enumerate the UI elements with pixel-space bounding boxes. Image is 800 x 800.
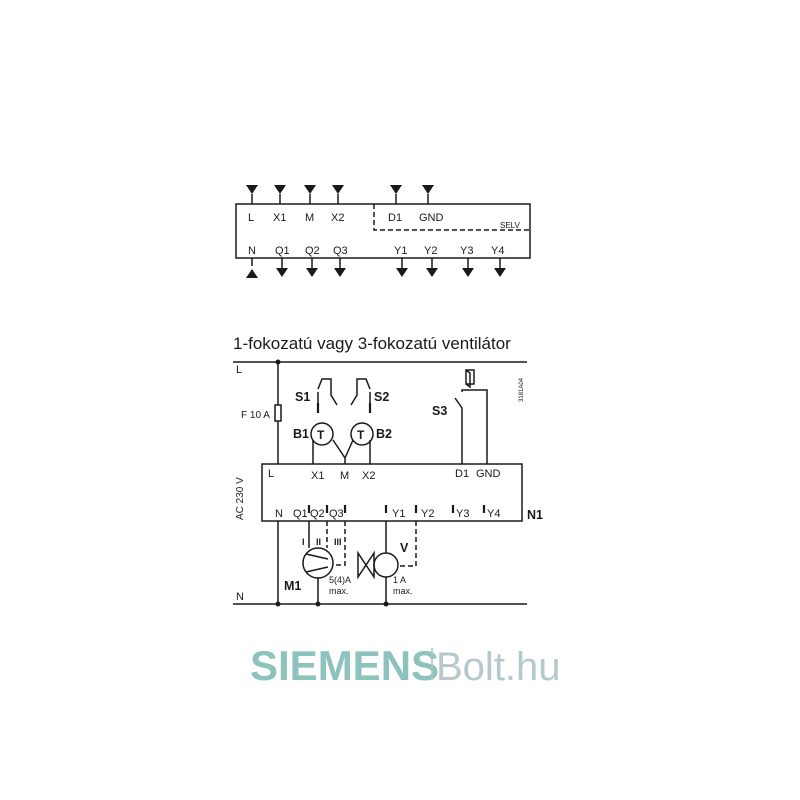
sensor-b1: T B1	[293, 422, 334, 446]
terminal-block-outline	[235, 203, 531, 259]
n1-terminal-Q3: Q3	[329, 508, 344, 520]
supply-label: AC 230 V	[235, 477, 246, 520]
n1-terminal-Y3: Y3	[456, 508, 469, 520]
sensor-b2: T B2	[350, 422, 392, 446]
bottom-arrows	[246, 258, 506, 278]
n1-terminal-Y2: Y2	[421, 508, 434, 520]
pump-label: M1	[284, 579, 301, 593]
junction-dot	[275, 359, 281, 365]
terminal-GND: GND	[419, 212, 444, 224]
pump-rating-max: max.	[329, 586, 349, 596]
n1-terminal-Q2: Q2	[310, 508, 325, 520]
n1-terminal-X2: X2	[362, 470, 375, 482]
stage-ii: II	[316, 537, 321, 547]
valve-label: V	[400, 541, 409, 555]
sensor-b2-symbol: T	[357, 428, 365, 442]
watermark-brand: SIEMENS	[250, 642, 439, 689]
terminal-Y4: Y4	[491, 245, 504, 257]
terminal-M: M	[305, 212, 314, 224]
selv-label: SELV	[500, 221, 521, 230]
n1-terminal-Y1: Y1	[392, 508, 405, 520]
switch-s1: S1	[295, 378, 338, 413]
schematic-title: 1-fokozatú vagy 3-fokozatú ventilátor	[233, 334, 511, 353]
line-l-label: L	[236, 364, 242, 376]
n1-terminal-N: N	[275, 508, 283, 520]
valve-v: V 1 A max.	[357, 521, 417, 607]
device-n1-box	[261, 463, 523, 522]
sensor-b2-label: B2	[376, 427, 392, 441]
n1-terminal-D1: D1	[455, 468, 469, 480]
terminal-X1: X1	[273, 212, 286, 224]
terminal-N: N	[248, 245, 256, 257]
switch-s2-label: S2	[374, 390, 389, 404]
stage-iii: III	[334, 537, 342, 547]
terminal-block: SELV L X1 M X2 D1 GND N Q1 Q2 Q3 Y1 Y2 Y…	[235, 185, 531, 278]
drawing-number: 3181A04	[519, 377, 525, 402]
line-n-label: N	[236, 591, 244, 603]
watermark-suffix: Bolt.hu	[436, 645, 561, 689]
n1-terminal-GND: GND	[476, 468, 501, 480]
switch-s3: S3	[432, 369, 488, 464]
switch-s1-label: S1	[295, 390, 310, 404]
switch-s3-label: S3	[432, 404, 447, 418]
schematic: L N F 10 A AC 230 V 3181A04 N1 L X1 M X2…	[233, 359, 543, 607]
switch-s2: S2	[350, 378, 389, 413]
pump-m1: I II III M1 5(4)A max.	[275, 521, 351, 607]
sensor-b1-label: B1	[293, 427, 309, 441]
terminal-Y3: Y3	[460, 245, 473, 257]
pump-rating: 5(4)A	[329, 575, 351, 585]
n1-terminal-L: L	[268, 468, 274, 480]
n1-terminal-Y4: Y4	[487, 508, 500, 520]
terminal-Q1: Q1	[275, 245, 290, 257]
fuse-label: F 10 A	[241, 410, 270, 421]
valve-rating: 1 A	[393, 575, 406, 585]
sensor-b1-symbol: T	[317, 428, 325, 442]
n1-terminal-M: M	[340, 470, 349, 482]
fuse-icon	[274, 404, 282, 422]
selv-boundary	[373, 204, 530, 231]
device-label: N1	[527, 508, 543, 522]
terminal-L: L	[248, 212, 254, 224]
terminal-Q3: Q3	[333, 245, 348, 257]
terminal-X2: X2	[331, 212, 344, 224]
terminal-Y2: Y2	[424, 245, 437, 257]
valve-rating-max: max.	[393, 586, 413, 596]
terminal-D1: D1	[388, 212, 402, 224]
stage-i: I	[302, 537, 305, 547]
top-arrows	[246, 185, 434, 204]
terminal-Y1: Y1	[394, 245, 407, 257]
n1-terminal-X1: X1	[311, 470, 324, 482]
terminal-Q2: Q2	[305, 245, 320, 257]
watermark: SIEMENS Bolt.hu	[250, 642, 561, 689]
n1-terminal-Q1: Q1	[293, 508, 308, 520]
